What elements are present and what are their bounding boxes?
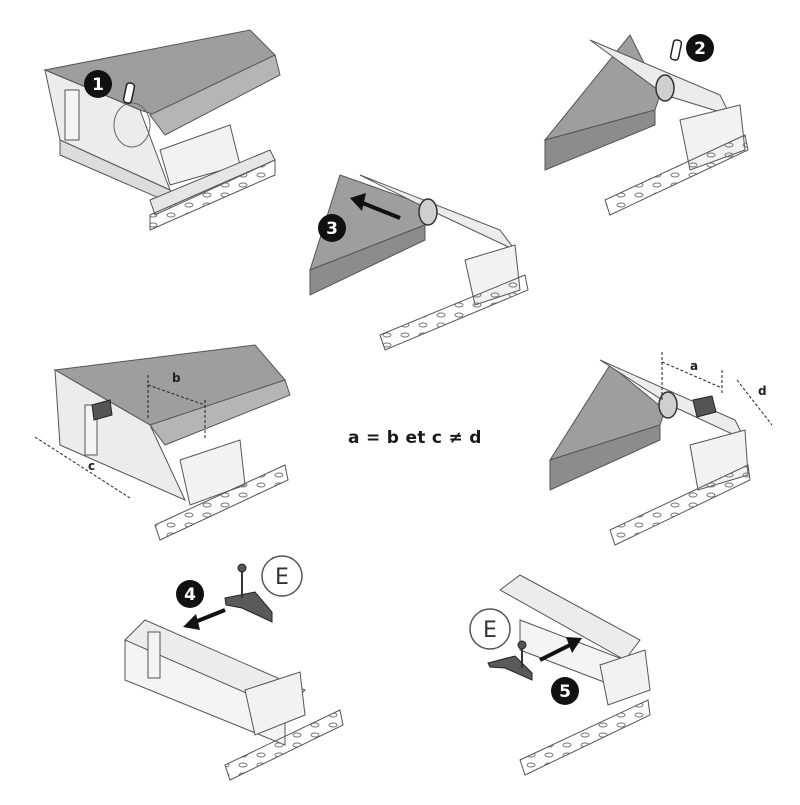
part-e-circle	[261, 555, 303, 597]
insert-arrow	[194, 608, 226, 624]
step-4-badge	[176, 580, 204, 608]
end-bracket	[599, 649, 651, 706]
clip-part	[91, 399, 113, 421]
part-e-label: E	[483, 618, 497, 643]
panel-measure-right: a d	[548, 352, 773, 546]
dimension-equation: a = b et c ≠ d	[348, 428, 482, 448]
dimension-a-label: a	[690, 359, 698, 373]
step-1-number: 1	[92, 75, 104, 95]
panel-step-4: E 4	[124, 555, 344, 781]
frame-rail	[54, 369, 187, 501]
screwdriver-icon	[122, 82, 136, 104]
dimension-c-line	[34, 436, 131, 499]
part-e-circle	[469, 608, 511, 650]
dimension-d-line	[736, 379, 773, 426]
dimension-c-label: c	[88, 459, 95, 473]
dimension-b-label: b	[172, 371, 181, 385]
insert-arrow	[539, 643, 571, 662]
panel-measure-left: b c	[34, 344, 291, 541]
dimension-a-line	[661, 361, 723, 389]
roller-end	[655, 74, 675, 102]
panel-step-1: 1	[43, 29, 281, 231]
clip-part	[692, 395, 717, 418]
panel-step-2: 2	[543, 34, 749, 216]
step-5-badge	[551, 677, 579, 705]
step-3-number: 3	[326, 219, 338, 239]
clip-part	[487, 655, 533, 681]
panel-step-3: 3	[309, 174, 529, 351]
step-4-number: 4	[184, 585, 196, 605]
screwdriver-icon	[669, 39, 683, 61]
end-bracket	[244, 671, 306, 736]
clip-part	[224, 591, 273, 623]
roller-end	[418, 198, 438, 226]
part-e-label: E	[275, 565, 289, 590]
step-5-number: 5	[559, 682, 571, 702]
slide-left-arrow	[359, 200, 401, 220]
roller-end	[658, 391, 678, 419]
panel-step-5: E 5	[469, 574, 651, 776]
frame-rail	[499, 574, 641, 661]
dimension-b-line	[147, 384, 206, 406]
step-2-badge	[686, 34, 714, 62]
step-3-badge	[318, 214, 346, 242]
step-2-number: 2	[694, 39, 706, 59]
step-1-badge	[84, 70, 112, 98]
dimension-d-label: d	[758, 384, 767, 398]
